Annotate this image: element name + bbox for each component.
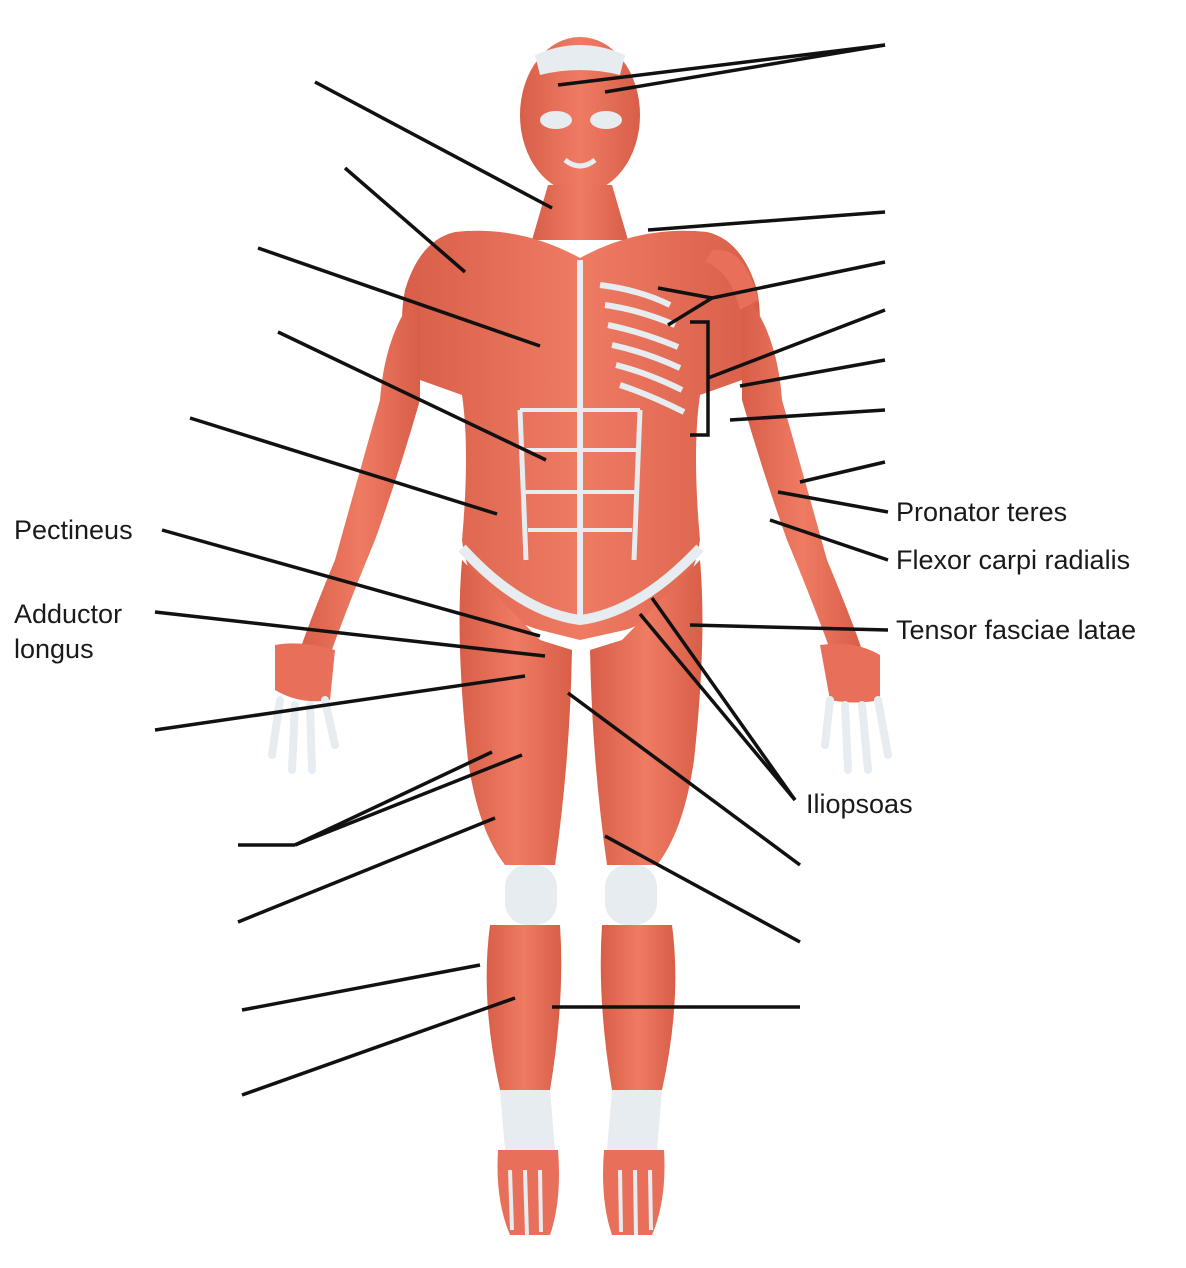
label-adductor-longus-line1: Adductor bbox=[14, 597, 122, 631]
label-iliopsoas: Iliopsoas bbox=[806, 787, 913, 821]
leader-tensor-fasciae-latae bbox=[690, 625, 888, 630]
label-pronator-teres: Pronator teres bbox=[896, 495, 1067, 529]
label-flexor-carpi-radialis: Flexor carpi radialis bbox=[896, 543, 1130, 577]
leader-gastrocnemius bbox=[242, 965, 480, 1010]
left-arm bbox=[272, 290, 420, 770]
leader-vastus bbox=[238, 818, 495, 922]
leader-right-neck bbox=[648, 212, 885, 230]
leader-head-2 bbox=[605, 45, 885, 92]
neck bbox=[532, 185, 628, 240]
head bbox=[520, 37, 640, 193]
leader-left-oblique bbox=[190, 418, 497, 514]
label-tensor-fasciae-latae: Tensor fasciae latae bbox=[896, 613, 1136, 647]
label-adductor-longus-line2: longus bbox=[14, 632, 94, 666]
left-leg bbox=[460, 560, 572, 1235]
leader-tibialis bbox=[242, 998, 515, 1095]
leader-right-forearm bbox=[800, 462, 885, 482]
label-pectineus: Pectineus bbox=[14, 513, 133, 547]
leader-left-neck bbox=[315, 82, 552, 208]
leader-left-deltoid bbox=[345, 168, 465, 272]
right-leg bbox=[590, 560, 702, 1235]
